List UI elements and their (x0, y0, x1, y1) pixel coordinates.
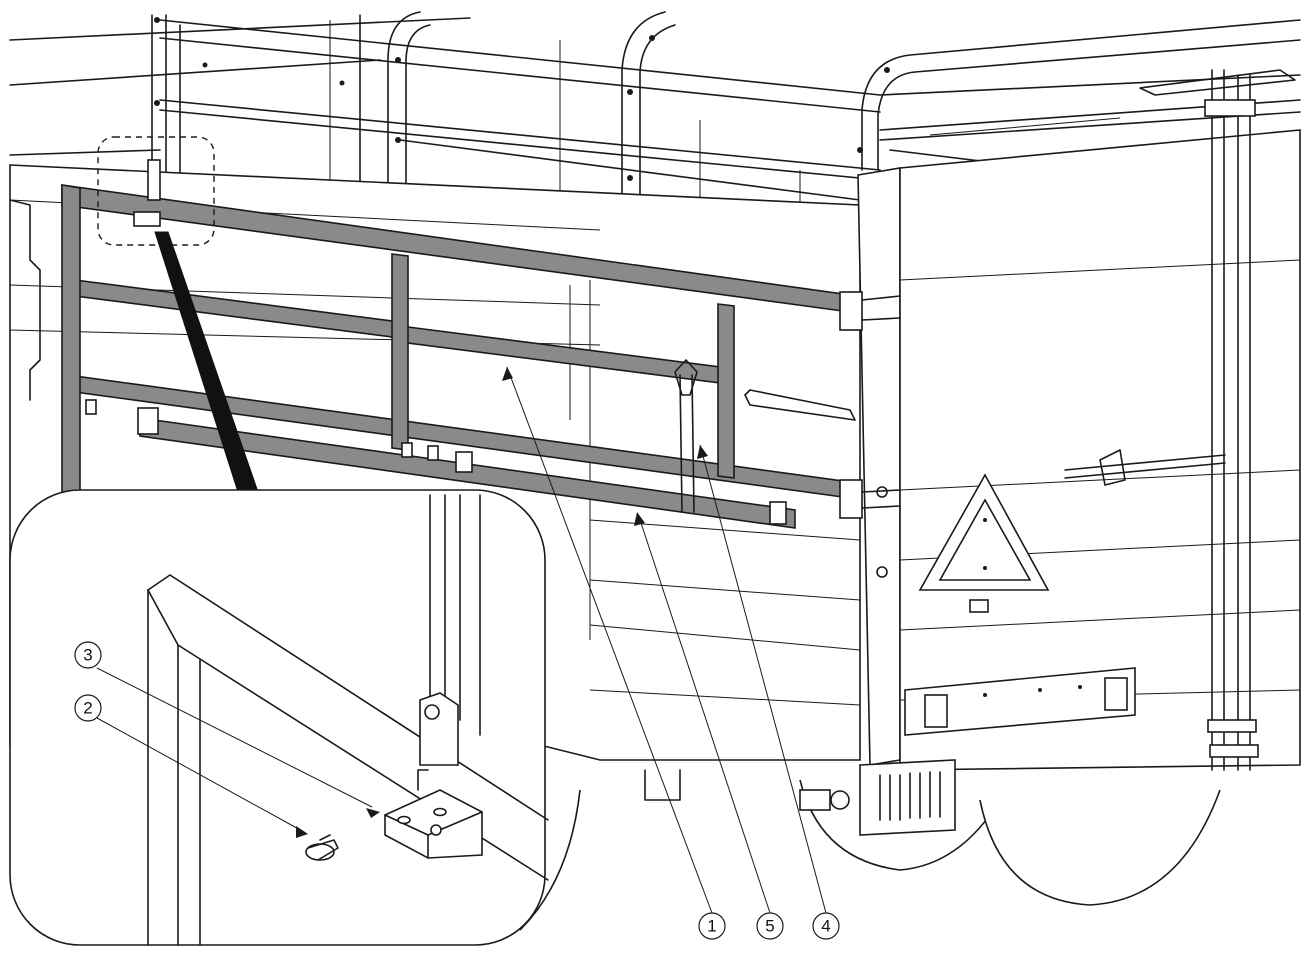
callout-2-label: 2 (83, 699, 92, 718)
detail-highlight-region (97, 136, 215, 246)
callout-5-label: 5 (765, 917, 774, 936)
callout-1: 1 (698, 912, 726, 940)
rear-door (644, 69, 1301, 836)
callout-3-label: 3 (83, 646, 92, 665)
callout-4: 4 (812, 912, 840, 940)
detail-inset (9, 489, 549, 946)
callout-4-label: 4 (821, 917, 830, 936)
callout-5: 5 (756, 912, 784, 940)
callout-2: 2 (74, 694, 102, 722)
leader-lines (96, 366, 827, 914)
side-gate (61, 184, 901, 529)
callout-1-label: 1 (707, 917, 716, 936)
callout-3: 3 (74, 641, 102, 669)
upper-cage-frame (9, 11, 1301, 260)
